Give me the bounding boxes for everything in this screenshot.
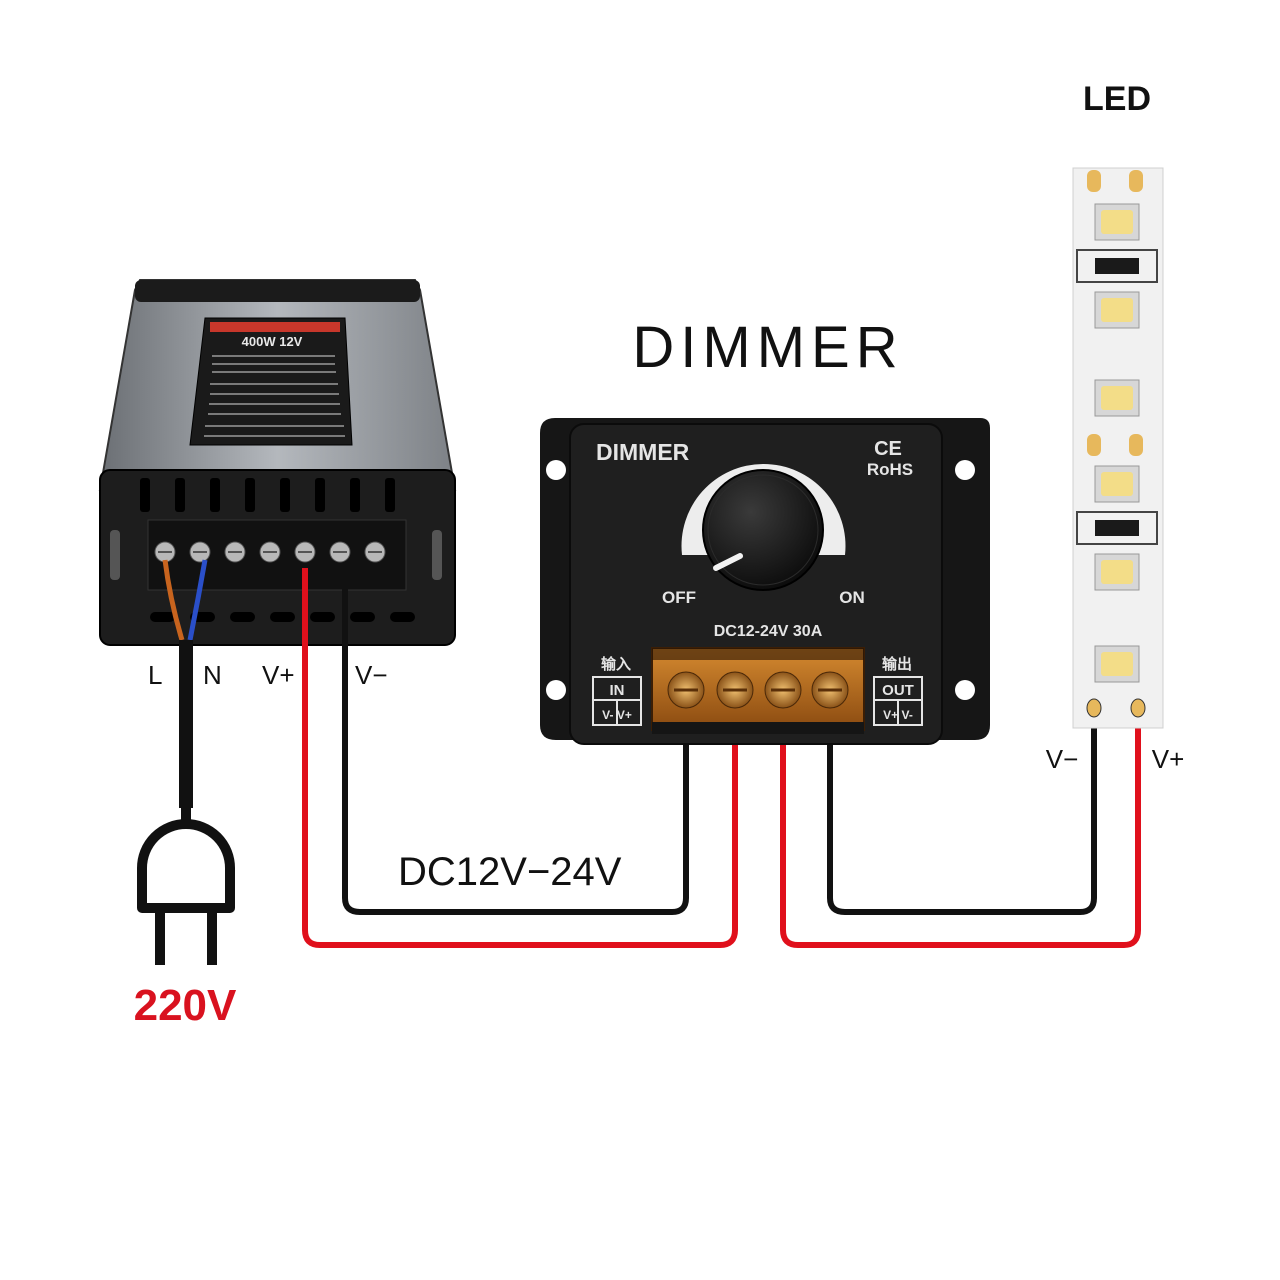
mount-hole-icon [546, 460, 566, 480]
mount-hole-icon [546, 680, 566, 700]
terminal-label-v-plus: V+ [262, 660, 295, 690]
input-cn-label: 输入 [601, 655, 631, 673]
knob-indicator [713, 553, 743, 571]
ce-mark: CE [874, 438, 902, 460]
dimmer-brand-label: DIMMER [596, 439, 690, 465]
terminal-label-n: N [203, 660, 222, 690]
led-chip-icon [1094, 553, 1140, 591]
led-chip-icon [1094, 465, 1140, 503]
led-minus-label: V− [1046, 744, 1079, 774]
wire-led-positive [780, 710, 1141, 948]
input-en-label: IN [610, 682, 625, 699]
psu-label-plate: 400W 12V [189, 317, 353, 446]
output-pin-labels: V+ V- [883, 708, 913, 722]
off-label: OFF [662, 588, 696, 607]
rohs-mark: RoHS [867, 460, 913, 479]
output-en-label: OUT [882, 682, 914, 699]
led-plus-label: V+ [1152, 744, 1185, 774]
on-label: ON [839, 588, 865, 607]
wire-psu-positive [302, 568, 738, 948]
led-chip-icon [1094, 645, 1140, 683]
output-cn-label: 输出 [882, 655, 912, 673]
mount-hole-icon [955, 680, 975, 700]
resistor-icon [1076, 511, 1158, 545]
input-pin-labels: V- V+ [602, 708, 632, 722]
power-supply: 400W 12V [98, 279, 457, 646]
led-chip-icon [1094, 379, 1140, 417]
dimmer-heading: DIMMER [632, 315, 903, 380]
wire-psu-negative [342, 568, 689, 915]
dimmer-knob[interactable] [702, 469, 824, 591]
led-strip [1072, 167, 1164, 729]
resistor-icon [1076, 249, 1158, 283]
psu-terminal-labels: L N V+ V− [148, 660, 388, 690]
terminal-label-l: L [148, 660, 162, 690]
dimmer-unit: DIMMER CE RoHS OFF ON DC12-24V 30A 输入 IN… [540, 418, 990, 745]
led-chip-icon [1094, 291, 1140, 329]
led-chip-icon [1094, 203, 1140, 241]
wire-led-negative [827, 710, 1097, 915]
plug-icon [137, 808, 235, 965]
ac-voltage-label: 220V [134, 981, 237, 1030]
dimmer-terminal-block [651, 647, 865, 734]
dimmer-rating: DC12-24V 30A [714, 623, 823, 640]
terminal-label-v-minus: V− [355, 660, 388, 690]
ac-cable [162, 559, 208, 808]
mount-hole-icon [955, 460, 975, 480]
led-heading: LED [1083, 80, 1151, 118]
dc-voltage-label: DC12V−24V [398, 850, 622, 894]
dc-wires [302, 568, 1141, 948]
psu-model-label: 400W 12V [242, 334, 303, 349]
